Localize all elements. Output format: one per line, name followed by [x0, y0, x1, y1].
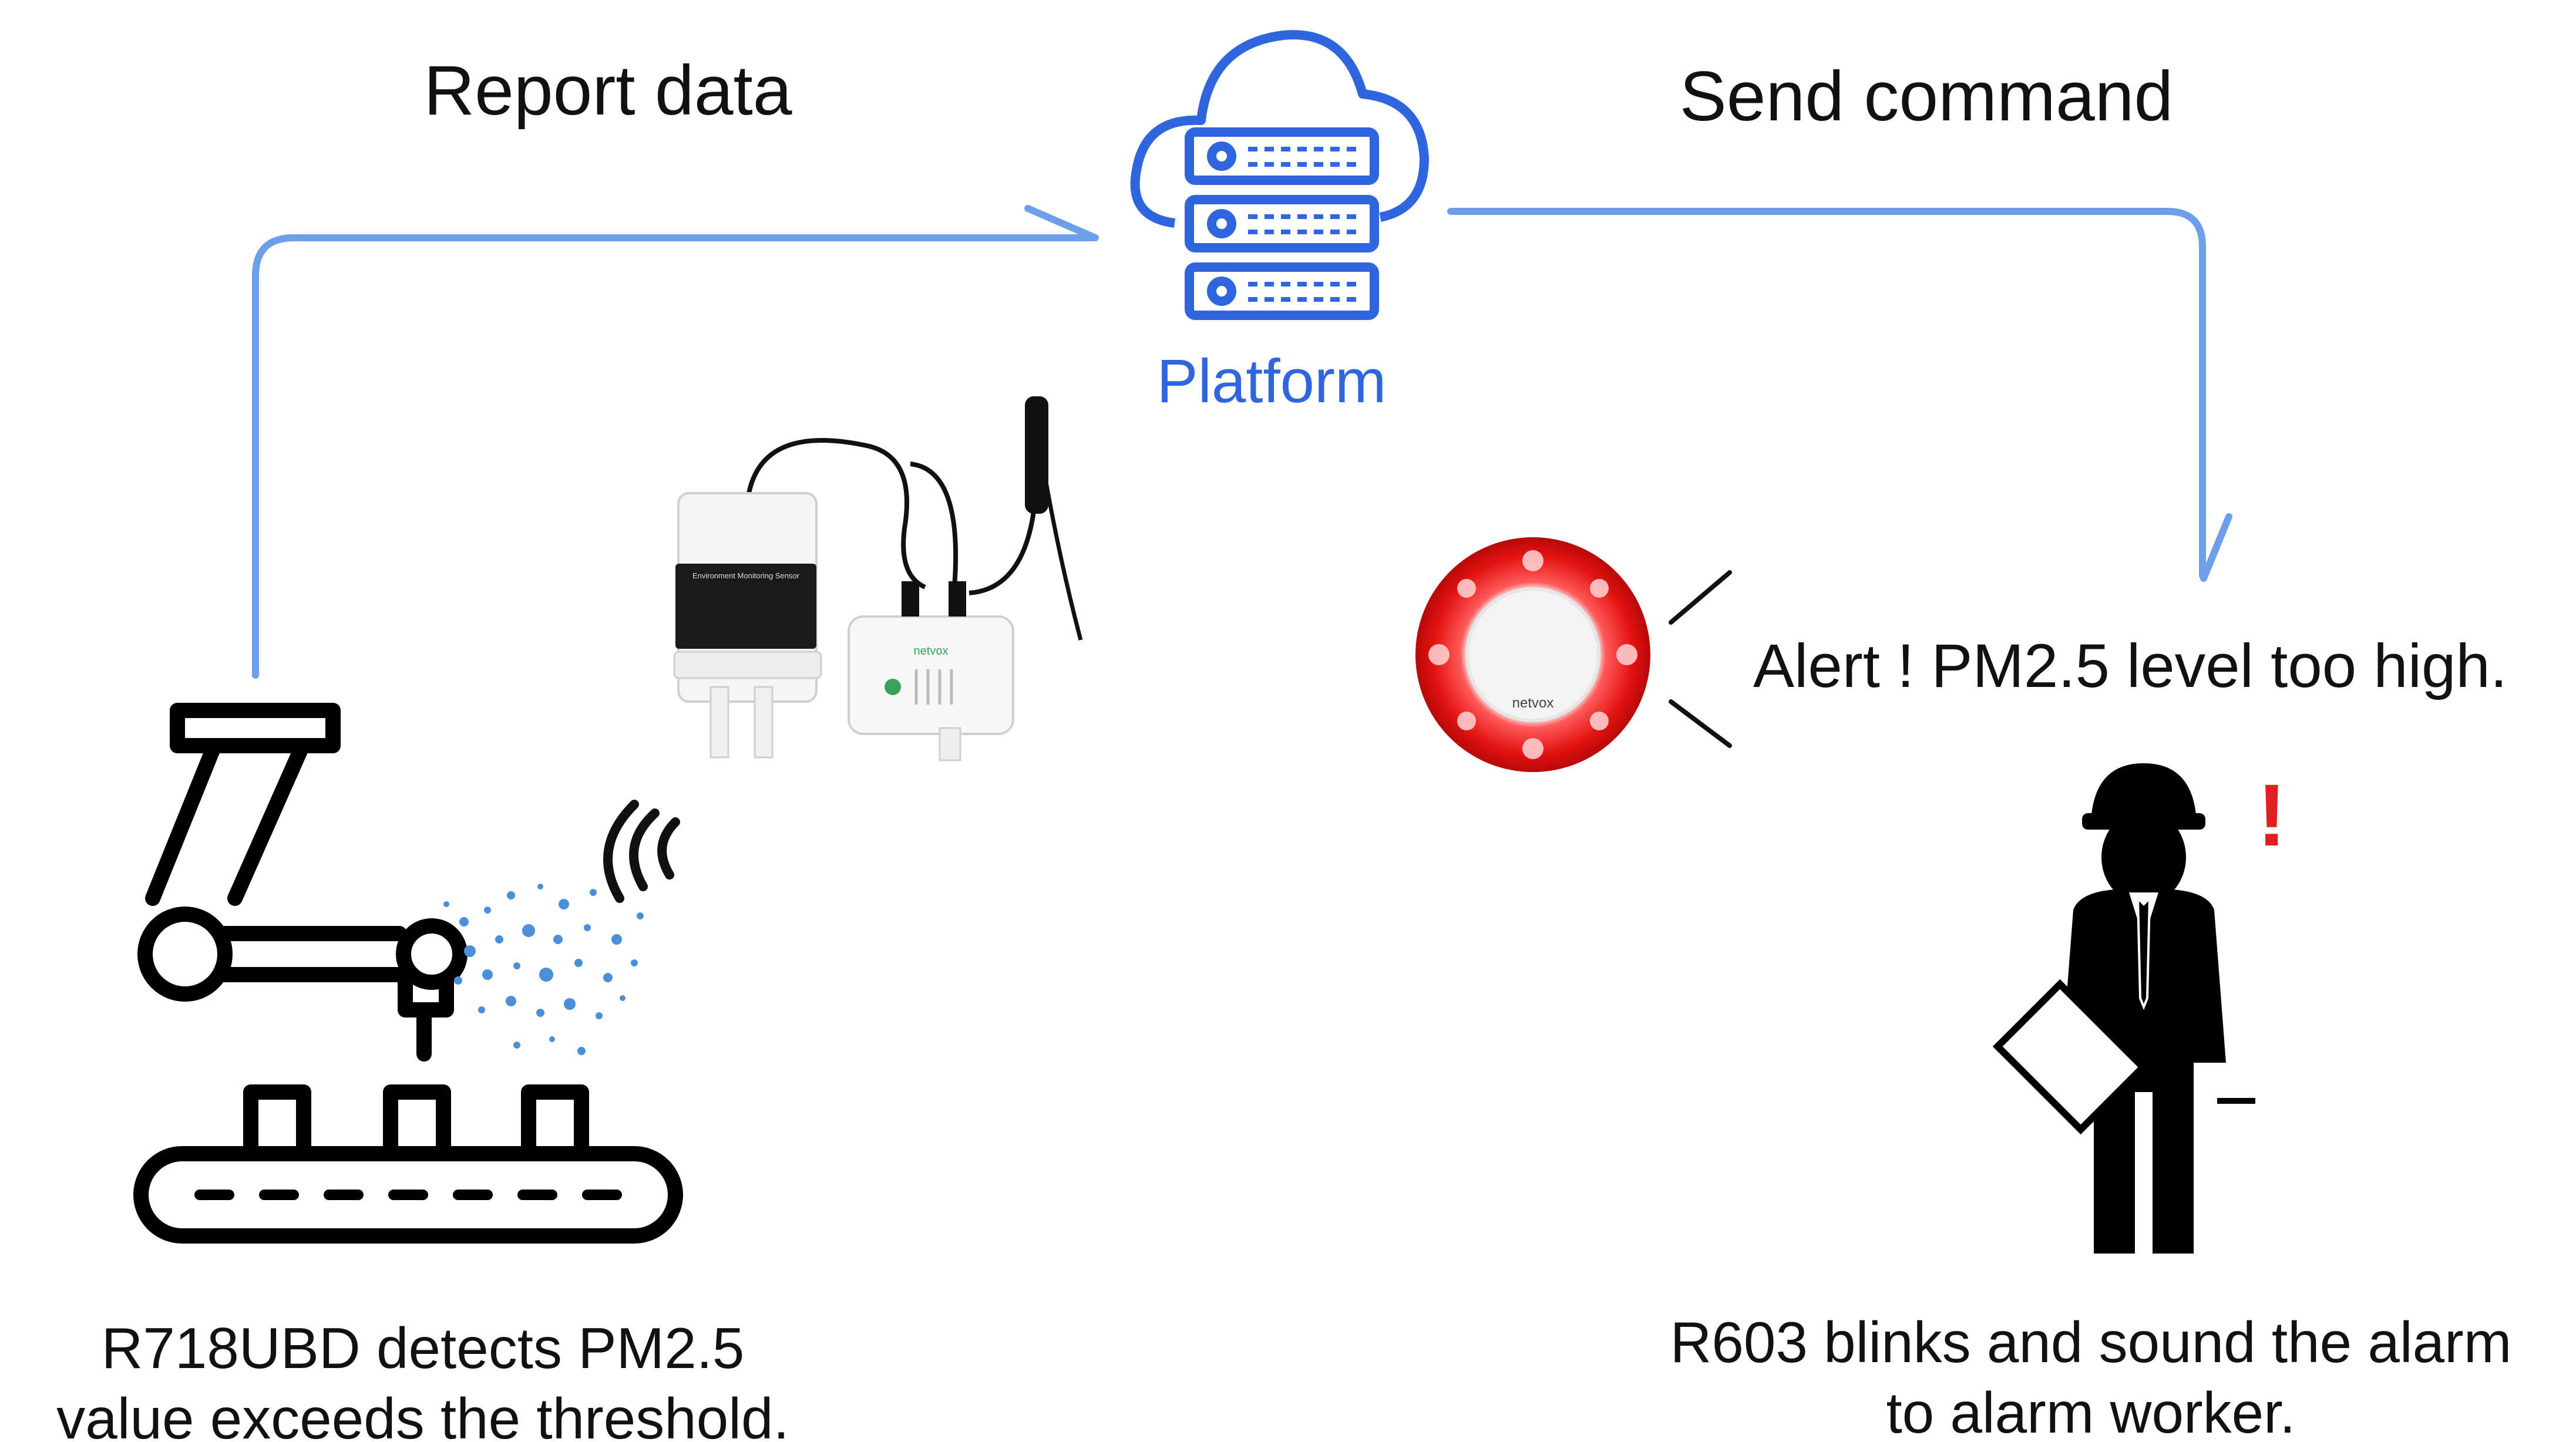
sensor-brand-text: netvox [914, 645, 949, 658]
robot-arm-conveyor-icon [133, 703, 683, 1244]
left-caption-line1: R718UBD detects PM2.5 [102, 1316, 745, 1380]
worker-exclamation: ! [2257, 766, 2286, 864]
send-arrowhead [2200, 513, 2232, 582]
siren-brand-text: netvox [1512, 695, 1554, 711]
alert-message: Alert ! PM2.5 level too high. [1753, 632, 2507, 700]
platform-label: Platform [1157, 347, 1387, 416]
siren-sound-lines [1669, 570, 1732, 748]
send-command-arrow [1447, 208, 2206, 579]
left-caption-line2: value exceeds the threshold. [56, 1386, 789, 1442]
siren-device-image: netvox [1415, 537, 1650, 772]
right-caption-line2: to alarm worker. [1886, 1380, 2295, 1442]
cloud-server-icon [1130, 30, 1429, 320]
pm25-particles [443, 884, 644, 1055]
report-data-arrow [252, 234, 1096, 679]
sensor-device-image: Environment Monitoring Sensor netvox [673, 396, 1083, 762]
send-command-label: Send command [1680, 57, 2173, 136]
wireless-signal-icon [603, 800, 680, 903]
report-arrowhead [1024, 205, 1099, 241]
worker-icon [1992, 763, 2255, 1254]
right-caption-line1: R603 blinks and sound the alarm [1670, 1310, 2512, 1374]
sensor-plate-text: Environment Monitoring Sensor [692, 571, 800, 580]
report-data-label: Report data [423, 51, 792, 130]
